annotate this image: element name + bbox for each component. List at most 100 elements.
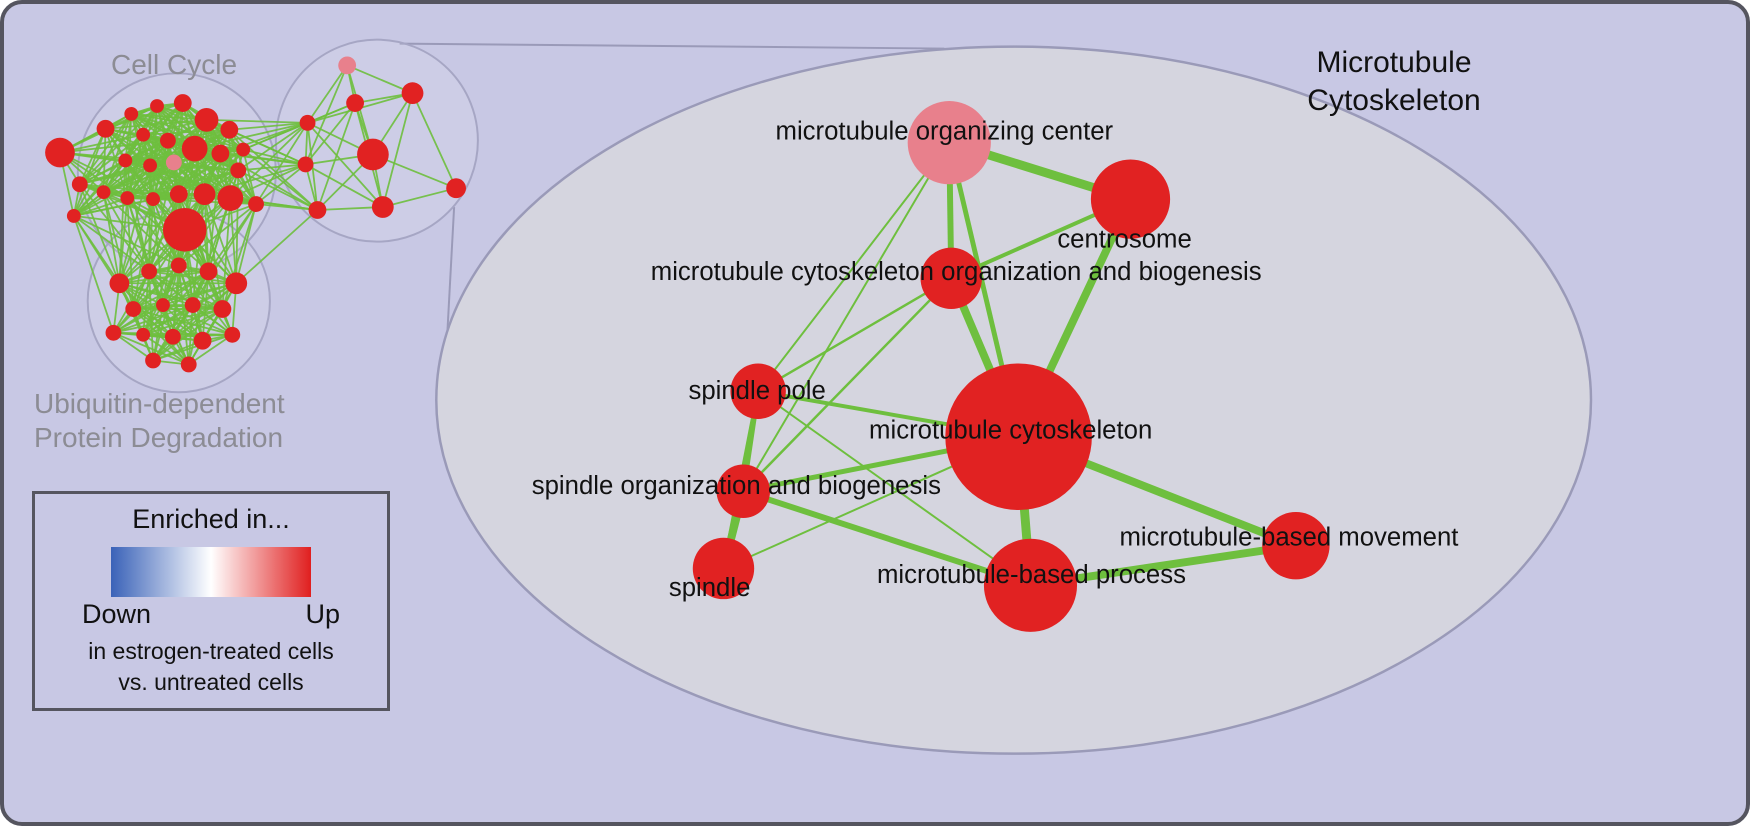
overview-node — [156, 298, 170, 312]
overview-node — [401, 82, 424, 105]
overview-edge — [382, 187, 457, 208]
node-label-movement: microtubule-based movement — [1119, 524, 1458, 552]
overview-edge — [78, 183, 121, 284]
overview-node — [165, 154, 182, 171]
overview-node — [236, 142, 251, 157]
overview-edge — [148, 271, 154, 361]
overview-node — [338, 56, 357, 75]
overview-edge — [229, 122, 309, 199]
overview-edge — [178, 169, 239, 195]
overview-node — [220, 120, 239, 139]
overview-edge — [411, 92, 457, 189]
zoom-edge-oc-spindle_org — [742, 142, 951, 492]
overview-node — [181, 135, 208, 162]
overview-node — [120, 191, 135, 206]
overview-edge — [118, 193, 180, 284]
node-spindle_org — [716, 464, 771, 518]
overview-edge — [381, 92, 414, 208]
node-label-spindle: spindle — [669, 574, 751, 602]
overview-edge — [142, 308, 223, 336]
overview-node — [299, 114, 316, 131]
overview-node — [346, 94, 364, 112]
overview-edge — [132, 270, 209, 310]
overview-node — [193, 183, 216, 206]
overview-node — [71, 176, 88, 193]
overview-edge — [113, 304, 193, 334]
legend-caption: in estrogen-treated cells vs. untreated … — [35, 636, 387, 698]
overview-edge — [242, 148, 306, 166]
overview-edge — [178, 203, 257, 267]
overview-node — [213, 300, 232, 318]
overview-node — [162, 208, 207, 252]
overview-node — [211, 144, 230, 163]
overview-node — [96, 185, 111, 200]
node-oc — [907, 101, 991, 185]
zoom-edge-mcob-spindle_org — [742, 277, 953, 493]
overview-node — [170, 257, 187, 274]
overview-edge — [59, 139, 169, 154]
overview-edge — [206, 118, 308, 124]
zoom-edge-mcob-spindle_pole — [757, 277, 952, 393]
overview-node — [143, 158, 158, 173]
overview-edge — [73, 113, 133, 217]
overview-edge — [203, 193, 238, 284]
overview-node — [199, 262, 218, 281]
overview-node — [225, 272, 248, 295]
overview-node — [105, 324, 122, 341]
overview-node — [96, 119, 115, 138]
overview-edge — [242, 148, 319, 211]
overview-edge — [229, 163, 306, 199]
overview-edge — [173, 161, 239, 172]
overview-edge — [255, 163, 307, 205]
overview-edge — [143, 128, 230, 136]
overview-node — [180, 356, 197, 373]
overview-edge — [238, 163, 306, 172]
overview-edge — [118, 198, 129, 284]
overview-edge — [112, 264, 180, 334]
overview-edge — [113, 308, 223, 334]
overview-edge — [162, 282, 237, 306]
overview-edge — [229, 121, 308, 131]
overview-edge — [119, 270, 209, 285]
overview-node — [159, 132, 176, 149]
overview-edge — [102, 102, 184, 193]
overview-edge — [235, 209, 319, 284]
overview-edge — [132, 198, 154, 310]
overview-edge — [73, 215, 150, 273]
overview-edge — [113, 331, 190, 366]
node-label-process: microtubule-based process — [877, 561, 1186, 589]
node-label-spindle_org: spindle organization and biogenesis — [532, 472, 941, 500]
overview-edge — [167, 128, 230, 142]
zoom-connector-line — [399, 42, 945, 50]
overview-node — [109, 273, 130, 294]
overview-edge — [228, 128, 306, 166]
overview-node — [150, 99, 164, 113]
node-mc — [945, 363, 1092, 511]
network-svg: microtubule organizing centercentrosomem… — [45, 38, 1593, 755]
overview-edge — [79, 159, 126, 186]
overview-edge — [306, 122, 384, 208]
overview-node — [217, 185, 244, 211]
legend-caption-line1: in estrogen-treated cells — [88, 638, 334, 664]
overview-node — [224, 326, 241, 343]
legend-endpoint-labels: Down Up — [82, 599, 340, 630]
overview-node — [125, 301, 142, 317]
overview-edge — [73, 193, 179, 217]
legend: Enriched in... Down Up in estrogen-treat… — [32, 491, 390, 711]
overview-node — [297, 156, 314, 173]
node-spindle_pole — [730, 363, 786, 419]
overview-node — [357, 138, 389, 171]
overview-node — [145, 352, 161, 369]
overview-node — [45, 137, 75, 168]
overview-node — [169, 185, 188, 204]
overview-node — [194, 107, 219, 132]
overview-edge — [72, 128, 107, 217]
legend-caption-line2: vs. untreated cells — [118, 669, 304, 696]
overview-edge — [79, 134, 144, 185]
overview-edge — [152, 270, 210, 361]
overview-edge — [306, 64, 348, 124]
node-mcob — [920, 247, 982, 310]
overview-edge — [102, 191, 150, 272]
node-label-spindle_pole: spindle pole — [688, 377, 825, 405]
overview-edge — [255, 122, 309, 205]
